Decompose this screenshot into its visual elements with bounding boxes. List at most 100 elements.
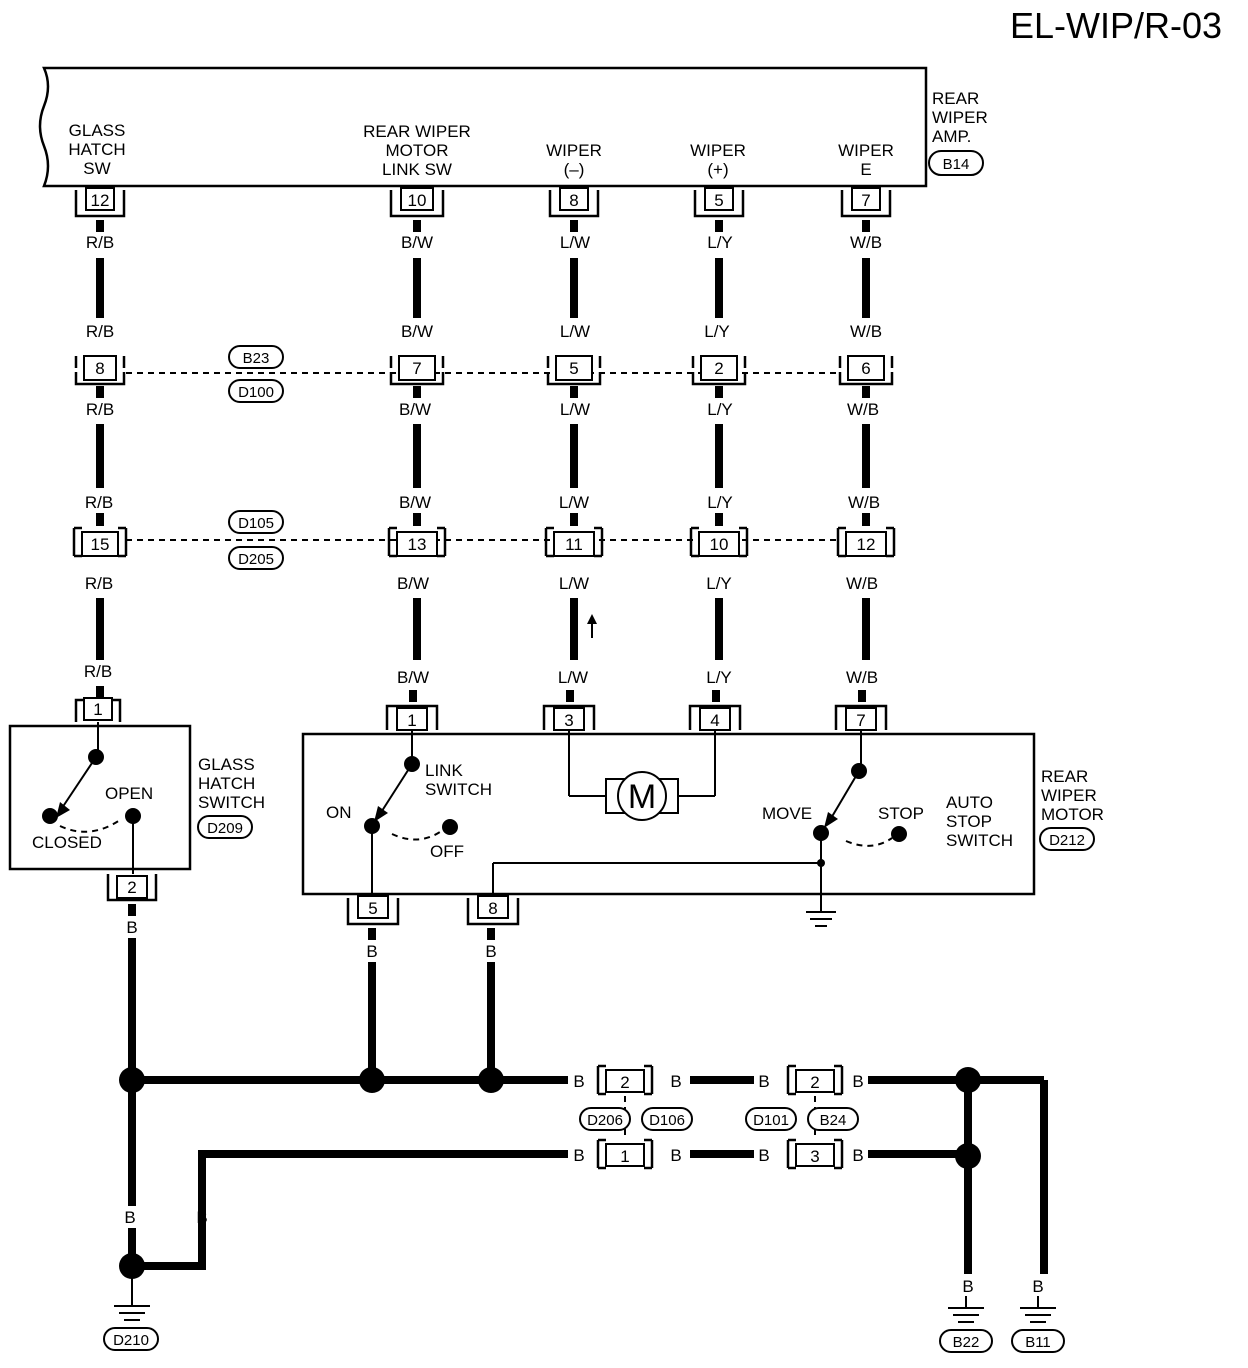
svg-text:10: 10 (408, 191, 427, 210)
wire-color-labels-row4: R/B B/W L/W L/Y W/B (85, 493, 880, 512)
svg-text:HATCH: HATCH (68, 140, 125, 159)
svg-text:D212: D212 (1049, 832, 1085, 849)
svg-text:15: 15 (91, 535, 110, 554)
svg-text:OPEN: OPEN (105, 784, 153, 803)
svg-text:8: 8 (95, 359, 104, 378)
svg-text:D101: D101 (753, 1112, 789, 1129)
svg-text:GLASS: GLASS (198, 755, 255, 774)
svg-text:L/W: L/W (560, 233, 590, 252)
svg-text:LINK SW: LINK SW (382, 160, 452, 179)
svg-text:2: 2 (127, 878, 136, 897)
svg-text:B: B (670, 1072, 681, 1091)
svg-text:L/Y: L/Y (706, 668, 732, 687)
svg-text:SWITCH: SWITCH (946, 831, 1013, 850)
wire-color-labels-row6: R/B B/W L/W L/Y W/B (84, 662, 878, 687)
svg-text:GLASS: GLASS (69, 121, 126, 140)
svg-text:LINK: LINK (425, 761, 463, 780)
svg-text:3: 3 (564, 711, 573, 730)
svg-text:2: 2 (810, 1073, 819, 1092)
svg-text:D100: D100 (238, 384, 274, 401)
svg-text:W/B: W/B (848, 493, 880, 512)
ground-d210: D210 (103, 1278, 159, 1351)
svg-text:D205: D205 (238, 551, 274, 568)
svg-text:L/W: L/W (558, 668, 588, 687)
svg-text:SWITCH: SWITCH (198, 793, 265, 812)
svg-text:W/B: W/B (846, 574, 878, 593)
svg-text:R/B: R/B (86, 400, 114, 419)
svg-text:D206: D206 (587, 1112, 623, 1129)
svg-text:B/W: B/W (399, 400, 431, 419)
svg-text:D209: D209 (207, 820, 243, 837)
svg-text:WIPER: WIPER (838, 141, 894, 160)
svg-text:5: 5 (714, 191, 723, 210)
svg-text:B: B (366, 942, 377, 961)
svg-text:12: 12 (91, 191, 110, 210)
amp-terminal-label-link-sw: REAR WIPER MOTOR LINK SW (363, 122, 471, 179)
svg-text:W/B: W/B (850, 322, 882, 341)
svg-text:4: 4 (710, 711, 719, 730)
svg-text:MOVE: MOVE (762, 804, 812, 823)
svg-text:6: 6 (861, 359, 870, 378)
svg-text:MOTOR: MOTOR (386, 141, 449, 160)
svg-text:B11: B11 (1025, 1334, 1051, 1351)
svg-text:8: 8 (488, 899, 497, 918)
svg-text:SW: SW (83, 159, 110, 178)
svg-text:7: 7 (856, 711, 865, 730)
svg-text:L/W: L/W (560, 400, 590, 419)
svg-text:2: 2 (714, 359, 723, 378)
ground-b22: B22 (939, 1296, 993, 1353)
svg-text:R/B: R/B (84, 662, 112, 681)
svg-text:MOTOR: MOTOR (1041, 805, 1104, 824)
motor-symbol: M (628, 778, 656, 816)
svg-text:R/B: R/B (85, 493, 113, 512)
svg-text:B: B (126, 918, 137, 937)
connector-b14: B14 (943, 156, 970, 173)
svg-text:(–): (–) (564, 160, 585, 179)
svg-text:3: 3 (810, 1147, 819, 1166)
svg-text:1: 1 (407, 711, 416, 730)
svg-text:B22: B22 (953, 1334, 980, 1351)
svg-text:B: B (852, 1072, 863, 1091)
svg-text:B/W: B/W (399, 493, 431, 512)
svg-text:D106: D106 (649, 1112, 685, 1129)
joint-connector-d105-d205: D105 D205 15 13 11 10 12 (72, 510, 896, 570)
svg-text:E: E (860, 160, 871, 179)
svg-text:B: B (852, 1146, 863, 1165)
svg-text:L/Y: L/Y (707, 400, 733, 419)
svg-text:R/B: R/B (86, 233, 114, 252)
svg-text:CLOSED: CLOSED (32, 833, 102, 852)
rear-wiper-motor: 1 3 4 7 LINK SWITCH ON OFF M (301, 704, 1104, 927)
page-title: EL-WIP/R-03 (1010, 5, 1222, 46)
svg-text:B: B (196, 1208, 207, 1227)
svg-text:1: 1 (620, 1147, 629, 1166)
amp-terminal-label-wiper-e: WIPER E (838, 141, 894, 179)
rear-wiper-amp-label: REAR WIPER AMP. B14 (928, 89, 988, 176)
ground-circuit: B B B B B B B B B B B B B B B 2 D206 D10… (103, 904, 1065, 1353)
svg-text:B: B (124, 1208, 135, 1227)
svg-text:W/B: W/B (847, 400, 879, 419)
svg-text:5: 5 (569, 359, 578, 378)
svg-text:13: 13 (408, 535, 427, 554)
svg-text:HATCH: HATCH (198, 774, 255, 793)
rear-wiper-amp-box (38, 66, 928, 188)
svg-text:SWITCH: SWITCH (425, 780, 492, 799)
svg-text:L/W: L/W (560, 322, 590, 341)
svg-text:WIPER: WIPER (932, 108, 988, 127)
wire-color-labels-row3: R/B B/W L/W L/Y W/B (86, 400, 879, 419)
svg-text:L/Y: L/Y (704, 322, 730, 341)
svg-text:STOP: STOP (946, 812, 992, 831)
svg-text:1: 1 (93, 700, 102, 719)
svg-text:D105: D105 (238, 515, 274, 532)
svg-text:W/B: W/B (846, 668, 878, 687)
svg-text:REAR: REAR (932, 89, 979, 108)
svg-text:B: B (485, 942, 496, 961)
svg-text:B: B (758, 1072, 769, 1091)
svg-text:B: B (962, 1277, 973, 1296)
svg-text:R/B: R/B (86, 322, 114, 341)
wire-color-labels-row1: R/B B/W L/W L/Y W/B (86, 233, 882, 252)
amp-terminal-label-glass-hatch-sw: GLASS HATCH SW (68, 121, 125, 178)
svg-text:L/Y: L/Y (707, 233, 733, 252)
svg-text:11: 11 (565, 535, 583, 554)
svg-text:B24: B24 (820, 1112, 847, 1129)
